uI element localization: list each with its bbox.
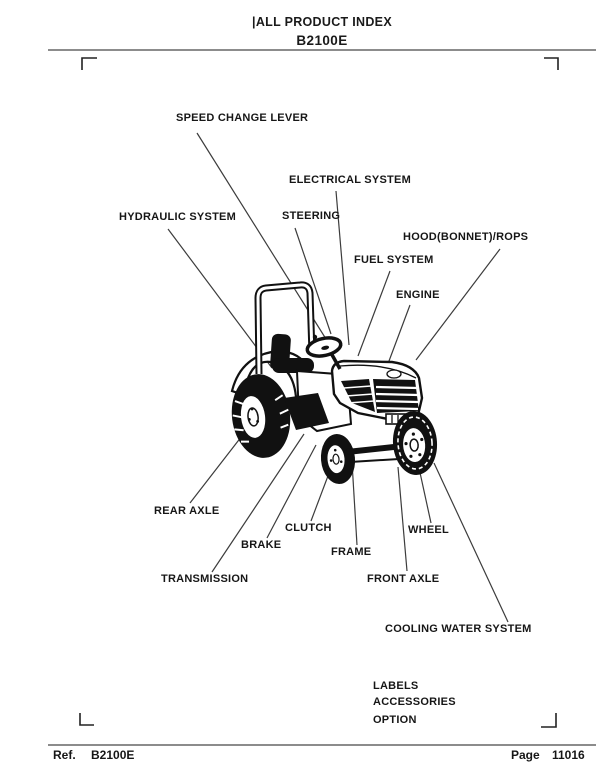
part-label-frame[interactable]: FRAME xyxy=(331,546,372,558)
corner-mark-top-right xyxy=(544,57,559,70)
step-board xyxy=(284,393,329,430)
part-label-engine[interactable]: ENGINE xyxy=(396,289,440,301)
footer-ref-label: Ref. xyxy=(53,748,76,762)
page-model-number: B2100E xyxy=(296,33,348,48)
leader-line-engine xyxy=(385,304,411,370)
part-label-steering[interactable]: STEERING xyxy=(282,210,341,222)
hood-badge xyxy=(386,369,402,379)
page-title: |ALL PRODUCT INDEX xyxy=(252,15,392,29)
leader-line-hydraulic-system xyxy=(167,228,273,369)
front-right-wheel xyxy=(392,411,438,475)
part-label-clutch[interactable]: CLUTCH xyxy=(285,522,332,534)
hood-crease xyxy=(339,364,417,379)
part-label-brake[interactable]: BRAKE xyxy=(241,539,282,551)
leader-line-fuel-system xyxy=(357,270,391,357)
rear-tire-treads xyxy=(232,394,289,443)
header-rule xyxy=(48,49,596,51)
part-label-electrical-system[interactable]: ELECTRICAL SYSTEM xyxy=(289,174,412,186)
leader-line-hood-bonnet-rops xyxy=(415,248,501,361)
footer-page-value: 11016 xyxy=(552,748,585,762)
footer-rule xyxy=(48,744,596,746)
rear-wheel xyxy=(231,374,291,458)
corner-marks xyxy=(79,57,559,728)
part-label-hood-bonnet-rops[interactable]: HOOD(BONNET)/ROPS xyxy=(403,231,529,243)
part-label-fuel-system[interactable]: FUEL SYSTEM xyxy=(354,254,434,266)
front-left-wheel xyxy=(320,434,356,484)
index-item-labels[interactable]: LABELS xyxy=(373,680,419,692)
leader-lines xyxy=(167,132,509,623)
part-label-front-axle[interactable]: FRONT AXLE xyxy=(367,573,440,585)
corner-mark-bottom-left xyxy=(79,713,94,726)
footer-page-label: Page xyxy=(511,748,540,762)
leader-line-speed-change-lever xyxy=(196,132,327,340)
leader-line-front-axle xyxy=(397,466,408,572)
leader-line-cooling-water-system xyxy=(433,462,509,623)
leader-line-wheel xyxy=(418,467,432,524)
index-item-accessories[interactable]: ACCESSORIES xyxy=(373,696,456,708)
leader-line-steering xyxy=(294,227,332,335)
part-label-transmission[interactable]: TRANSMISSION xyxy=(161,573,249,585)
front-grille xyxy=(373,379,419,413)
corner-mark-bottom-right xyxy=(541,713,557,728)
index-item-option[interactable]: OPTION xyxy=(373,714,417,726)
part-label-speed-change-lever[interactable]: SPEED CHANGE LEVER xyxy=(176,112,309,124)
steering-column xyxy=(329,352,342,370)
footer-ref-value: B2100E xyxy=(91,748,135,762)
leader-line-transmission xyxy=(211,433,305,573)
leader-line-rear-axle xyxy=(189,431,246,504)
part-label-cooling-water-system[interactable]: COOLING WATER SYSTEM xyxy=(385,623,532,635)
corner-mark-top-left xyxy=(81,57,97,70)
leader-line-frame xyxy=(351,461,358,546)
seat xyxy=(270,333,314,373)
leader-line-electrical-system xyxy=(335,190,350,346)
part-label-hydraulic-system[interactable]: HYDRAULIC SYSTEM xyxy=(119,211,237,223)
side-grille xyxy=(341,379,375,412)
tractor-illustration xyxy=(230,281,438,484)
part-label-rear-axle[interactable]: REAR AXLE xyxy=(154,505,220,517)
rops-roll-bar xyxy=(254,281,316,375)
steering-wheel xyxy=(305,336,343,358)
leader-line-brake xyxy=(266,444,317,539)
part-label-wheel[interactable]: WHEEL xyxy=(408,524,449,536)
